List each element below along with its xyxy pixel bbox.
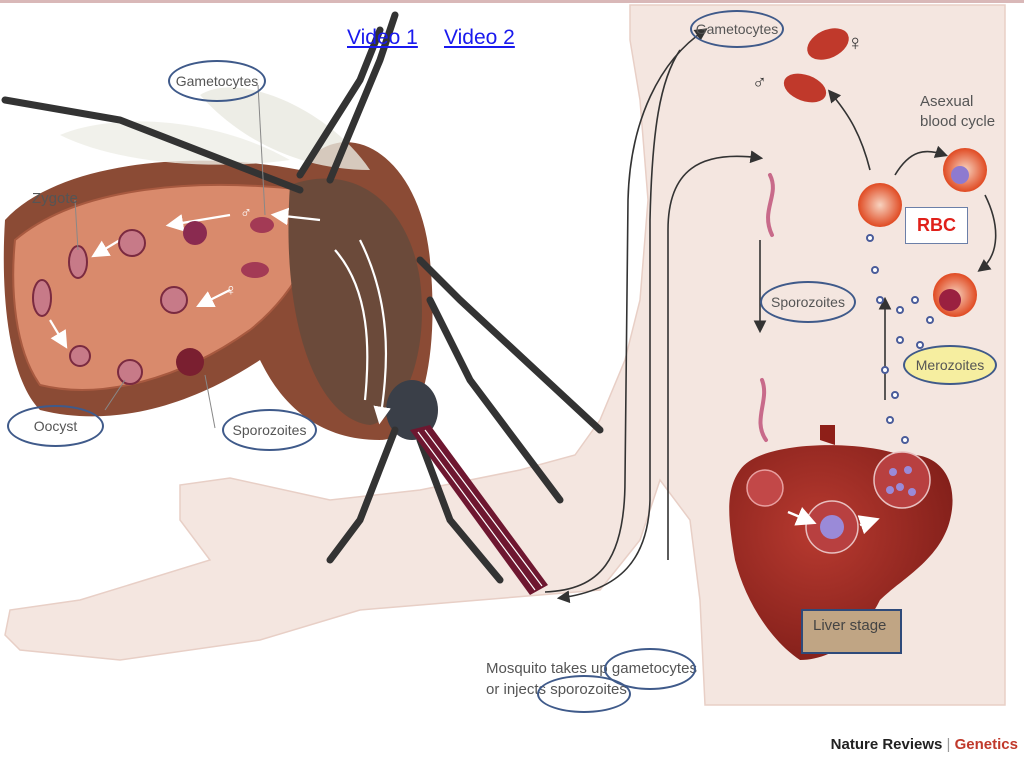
asexual-label-line2: blood cycle (920, 113, 996, 130)
male-symbol: ♂ (752, 72, 767, 94)
gametocytes-top-text: Gametocytes (695, 21, 779, 37)
oocyst-text: Oocyst (33, 418, 78, 434)
oocyst-label: Oocyst (7, 405, 104, 447)
leader-lines (74, 84, 266, 429)
gametocytes-mosquito-text: Gametocytes (175, 73, 259, 89)
mosquito-parasite-stages (32, 217, 274, 385)
gametocytes-mosquito-label: Gametocytes (168, 60, 266, 102)
female-symbol-mosquito: ♀ (225, 282, 237, 299)
sporozoite-squiggles (758, 173, 775, 442)
video-2-link[interactable]: Video 2 (444, 26, 515, 49)
liver (729, 425, 953, 660)
caption-gametocytes-oval (604, 648, 696, 690)
video-1-link[interactable]: Video 1 (347, 26, 418, 49)
blood-cells (783, 28, 987, 317)
journal-credit: Nature Reviews | Genetics (831, 736, 1018, 753)
credit-separator: | (946, 736, 951, 753)
sporozoites-mosquito-label: Sporozoites (222, 409, 317, 451)
gametocytes-top-label: Gametocytes (690, 10, 784, 48)
circulation-arrows (544, 28, 997, 604)
zygote-label: Zygote (32, 190, 78, 207)
mosquito (1, 11, 604, 595)
liver-stage-text: Liver stage (813, 617, 887, 634)
top-border (0, 0, 1024, 3)
merozoite-dots (866, 234, 934, 444)
asexual-label-line1: Asexual (920, 93, 974, 110)
rbc-label: RBC (905, 207, 968, 244)
merozoites-text: Merozoites (915, 357, 985, 373)
male-symbol-mosquito: ♂ (240, 205, 252, 222)
sporozoites-body-label: Sporozoites (760, 281, 856, 323)
sporozoites-body-text: Sporozoites (771, 294, 845, 310)
liver-stage-label: Liver stage (801, 609, 902, 654)
female-symbol: ♀ (847, 30, 864, 55)
caption-sporozoites-oval (537, 675, 631, 713)
merozoites-label: Merozoites (903, 345, 997, 385)
journal-name: Nature Reviews (830, 736, 943, 753)
sporozoites-mosquito-text: Sporozoites (232, 422, 307, 438)
journal-section: Genetics (954, 736, 1018, 753)
